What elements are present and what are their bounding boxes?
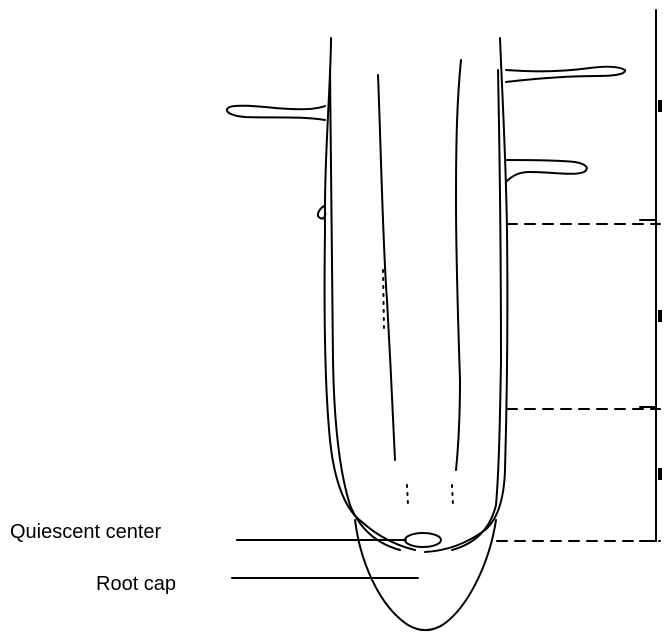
root-cap-label: Root cap	[96, 574, 176, 594]
root-inner-right-edge	[452, 70, 501, 550]
vascular-right-strand	[456, 60, 461, 470]
root-outer-right-edge	[425, 38, 507, 552]
quiescent-center-ellipse	[405, 533, 441, 547]
root-outer-left-edge	[325, 38, 415, 550]
center-dots	[383, 270, 453, 505]
quiescent-center-label: Quiescent center	[10, 522, 161, 542]
root-hair-left	[227, 106, 325, 120]
root-hair-right-upper	[506, 67, 625, 82]
vascular-left-strand	[378, 75, 395, 460]
root-hair-right-lower	[506, 160, 587, 182]
bracket-mark-3	[658, 468, 662, 480]
bracket-mark-2	[658, 310, 662, 322]
root-inner-left-edge	[330, 70, 400, 550]
bracket-mark-1	[658, 100, 662, 112]
